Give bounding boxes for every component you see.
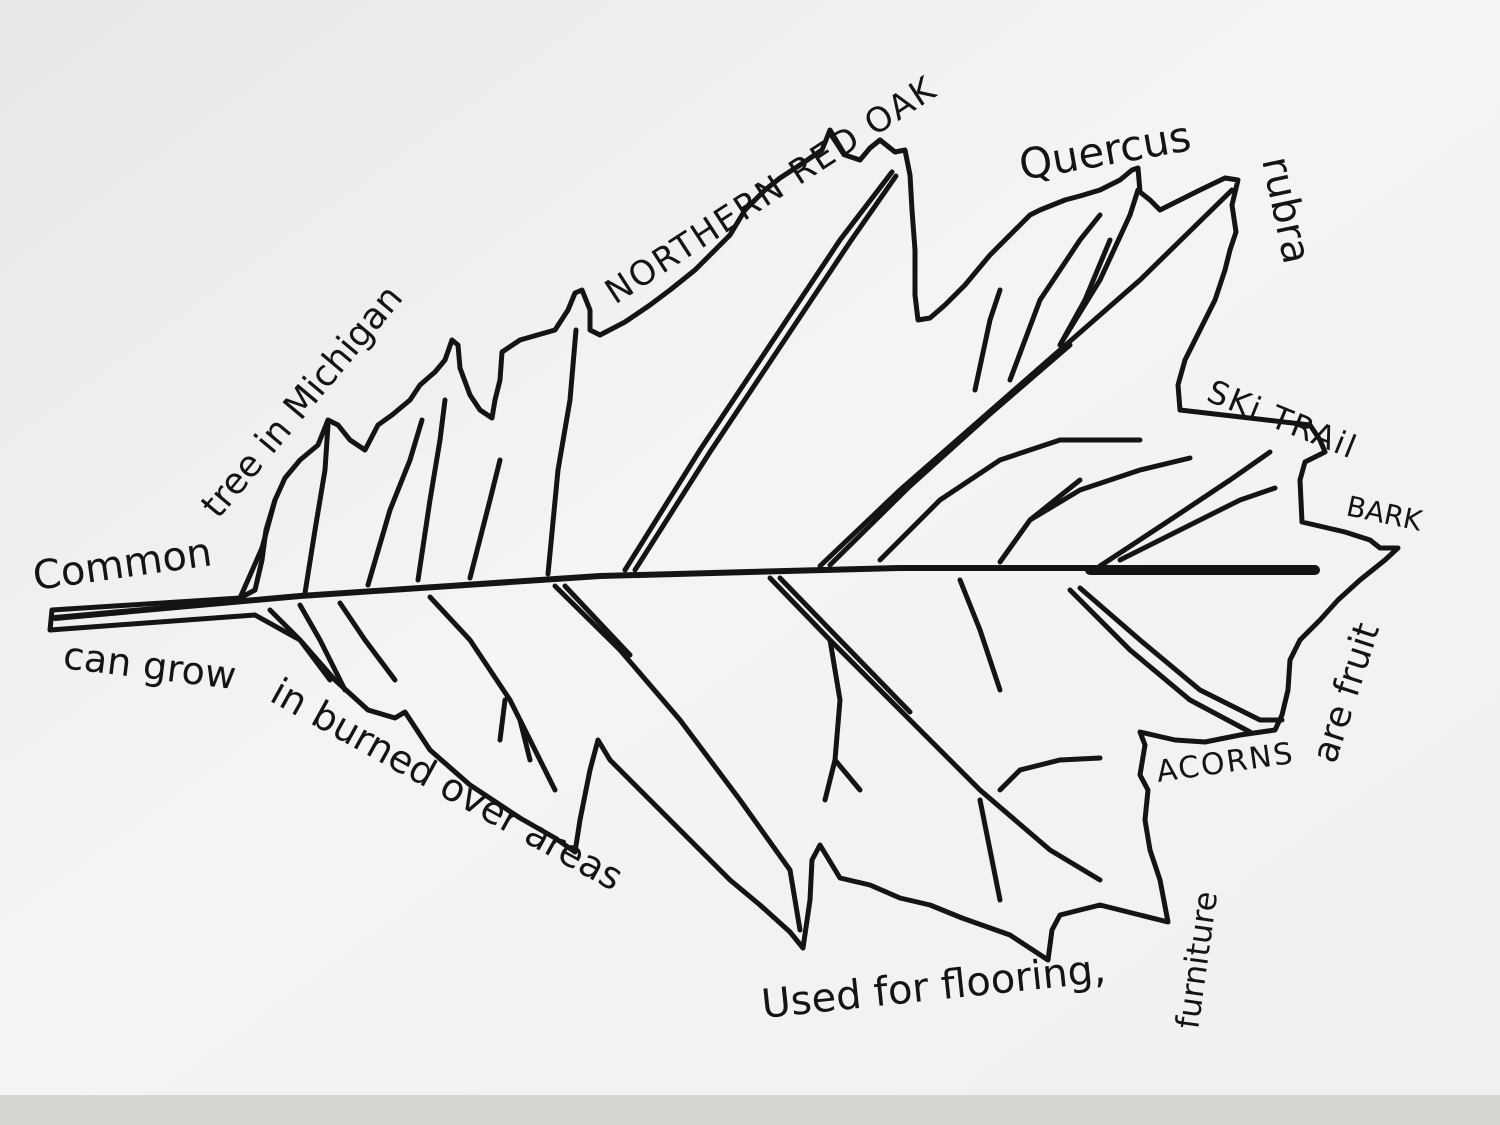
paper-sheet: [0, 0, 1500, 1095]
leaf-outline: [47, 127, 1401, 963]
leaf-lower-veins: [267, 575, 1285, 933]
leaf-upper-veins: [237, 169, 1278, 601]
